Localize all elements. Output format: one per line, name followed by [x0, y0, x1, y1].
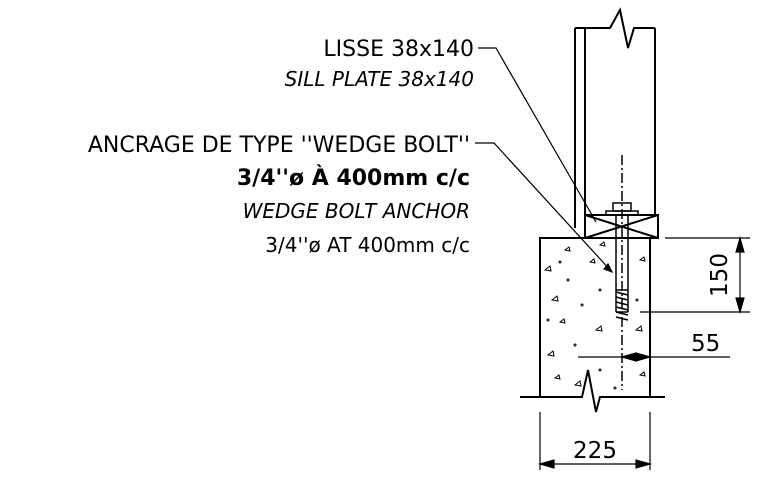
dimension-foundation-width [537, 412, 653, 470]
concrete-hatch [543, 241, 646, 390]
dimension-150-label: 150 [707, 253, 733, 297]
anchor-label-en-1: WEDGE BOLT ANCHOR [243, 199, 470, 223]
wall-stud [574, 7, 656, 228]
sill-plate-label-fr: LISSE 38x140 [323, 37, 474, 62]
anchor-leader [475, 142, 613, 273]
dimension-225-label: 225 [573, 438, 617, 464]
anchor-label-en-2: 3/4''ø AT 400mm c/c [265, 233, 470, 257]
dimension-55-label: 55 [691, 331, 720, 357]
anchor-leader-arrow [603, 262, 614, 274]
wedge-bolt-anchor [605, 155, 639, 390]
leader-lines [475, 47, 614, 274]
sill-plate-label-en: SILL PLATE 38x140 [285, 67, 474, 91]
dimension-embed-depth [640, 235, 750, 315]
dimension-edge-offset [578, 352, 730, 397]
anchor-label-fr-2: 3/4''ø À 400mm c/c [237, 165, 470, 191]
sill-leader [478, 47, 597, 223]
concrete-foundation [520, 237, 665, 413]
anchor-label-fr-1: ANCRAGE DE TYPE ''WEDGE BOLT'' [88, 133, 470, 158]
